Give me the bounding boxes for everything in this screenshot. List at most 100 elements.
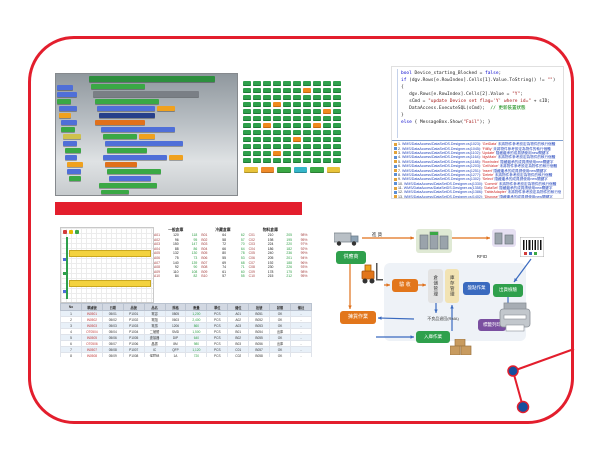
grid-button [323, 130, 331, 135]
code-block [99, 113, 155, 118]
grid-button [273, 109, 281, 114]
grid-button [253, 144, 261, 149]
table-header-cell: No [60, 303, 82, 311]
grid-button [283, 116, 291, 121]
grid-button [273, 130, 281, 135]
code-block [169, 155, 183, 160]
grid-button [253, 137, 261, 142]
stock-row: 97% [300, 242, 308, 247]
stock-row: 98% [300, 269, 308, 274]
rma-label: 不良品退回(RMA) [427, 316, 459, 321]
grid-button [333, 88, 341, 93]
grid-button [273, 116, 281, 121]
table-header-cell: 儲位 [227, 303, 250, 311]
code-block [67, 162, 83, 167]
grid-button [323, 158, 331, 163]
code-block [67, 169, 81, 174]
grid-button [293, 88, 301, 93]
legend-chip [260, 167, 274, 173]
truck-icon [334, 232, 359, 246]
code-editor-panel: bool Device_starting_Blocked = false;if … [391, 66, 564, 199]
grid-button [303, 81, 311, 86]
code-block [65, 148, 81, 153]
grid-button [253, 151, 261, 156]
status-grid-cells [242, 80, 342, 164]
code-line: sCmd = "update Device set flag='Y' where… [401, 99, 551, 104]
code-block [105, 141, 183, 146]
code-block [93, 91, 199, 97]
log-icon [394, 160, 397, 164]
grid-button [243, 151, 251, 156]
grid-button [263, 123, 271, 128]
code-block [69, 176, 81, 181]
picking-box: 揀貨作業 [340, 311, 376, 324]
grid-button [253, 81, 261, 86]
grid-button [253, 158, 261, 163]
grid-button [323, 88, 331, 93]
grid-button [333, 81, 341, 86]
grid-button [243, 137, 251, 142]
grid-button [293, 81, 301, 86]
grid-button [323, 137, 331, 142]
code-line: dgv.Rows[e.RowIndex].Cells[2].Value = "Y… [401, 92, 523, 97]
wms-box: 倉儲管理 [428, 269, 443, 303]
table-header-cell: 單據號 [80, 303, 103, 311]
table-header-cell: 批號 [248, 303, 271, 311]
grid-button [283, 88, 291, 93]
log-row: 12.WMS/DataAccess/DataSetDS.Designer.cs(… [394, 190, 561, 194]
grid-button [253, 88, 261, 93]
log-row: 4.WMS/DataAccess/DataSetDS.Designer.cs(1… [394, 155, 561, 159]
legend-chip [326, 167, 340, 173]
grid-button [283, 137, 291, 142]
grid-button [263, 116, 271, 121]
code-line: bool Device_starting_Blocked = false; [401, 71, 502, 76]
yellow-highlight-bar [69, 250, 151, 257]
log-icon [394, 182, 397, 186]
grid-button [283, 151, 291, 156]
log-icon [394, 190, 397, 194]
grid-button [333, 137, 341, 142]
grid-button [333, 109, 341, 114]
grid-button [243, 88, 251, 93]
grid-button [273, 88, 281, 93]
code-block [107, 148, 147, 153]
grid-button [253, 95, 261, 100]
labelprint-box: 標籤列印 [478, 319, 506, 331]
grid-button [253, 123, 261, 128]
log-icon [394, 147, 397, 151]
schedule-grid [60, 227, 154, 303]
grid-button [323, 81, 331, 86]
grid-button [313, 158, 321, 163]
grid-button [283, 102, 291, 107]
grid-button [333, 116, 341, 121]
log-row: 2.WMS/DataAccess/DataSetDS.Designer.cs(1… [394, 146, 561, 151]
grid-button [253, 102, 261, 107]
grid-button [333, 130, 341, 135]
legend-chip [244, 167, 258, 173]
code-block [157, 106, 175, 111]
table-header-cell: 備註 [289, 303, 312, 311]
build-log-list: 1.WMS/DataAccess/DataSetDS.Designer.cs(1… [392, 141, 563, 198]
stock-row: 95% [300, 237, 308, 242]
grid-button [313, 123, 321, 128]
code-block [59, 113, 71, 118]
grid-button [243, 95, 251, 100]
grid-button [303, 109, 311, 114]
table-header-cell: 品號 [122, 303, 145, 311]
flow-arrow [377, 316, 415, 320]
code-block [101, 190, 129, 194]
grid-button [273, 102, 281, 107]
